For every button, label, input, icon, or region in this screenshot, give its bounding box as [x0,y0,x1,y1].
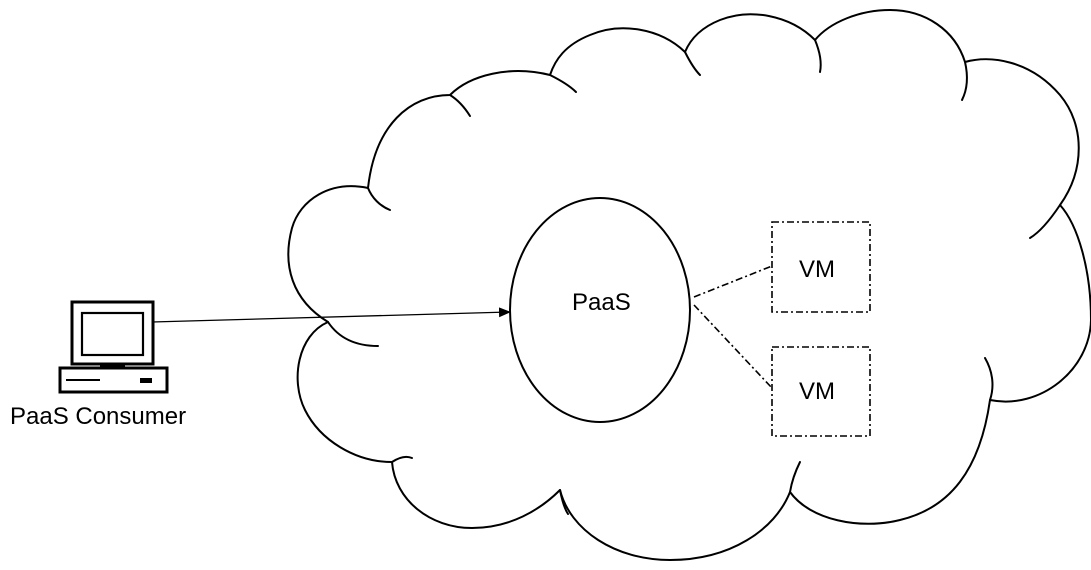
consumer-to-paas-arrow [151,307,511,323]
vm-top-label: VM [799,256,835,283]
connector-paas-vm-bottom [693,304,773,389]
cloud-shape [287,9,1091,561]
computer-terminal-icon [58,300,169,394]
vm-bottom-box [771,346,871,437]
paas-label: PaaS [572,289,631,316]
connector-paas-vm-top [693,265,773,298]
vm-top-box [771,221,871,313]
vm-bottom-label: VM [799,378,835,405]
paas-consumer-label: PaaS Consumer [10,403,187,430]
